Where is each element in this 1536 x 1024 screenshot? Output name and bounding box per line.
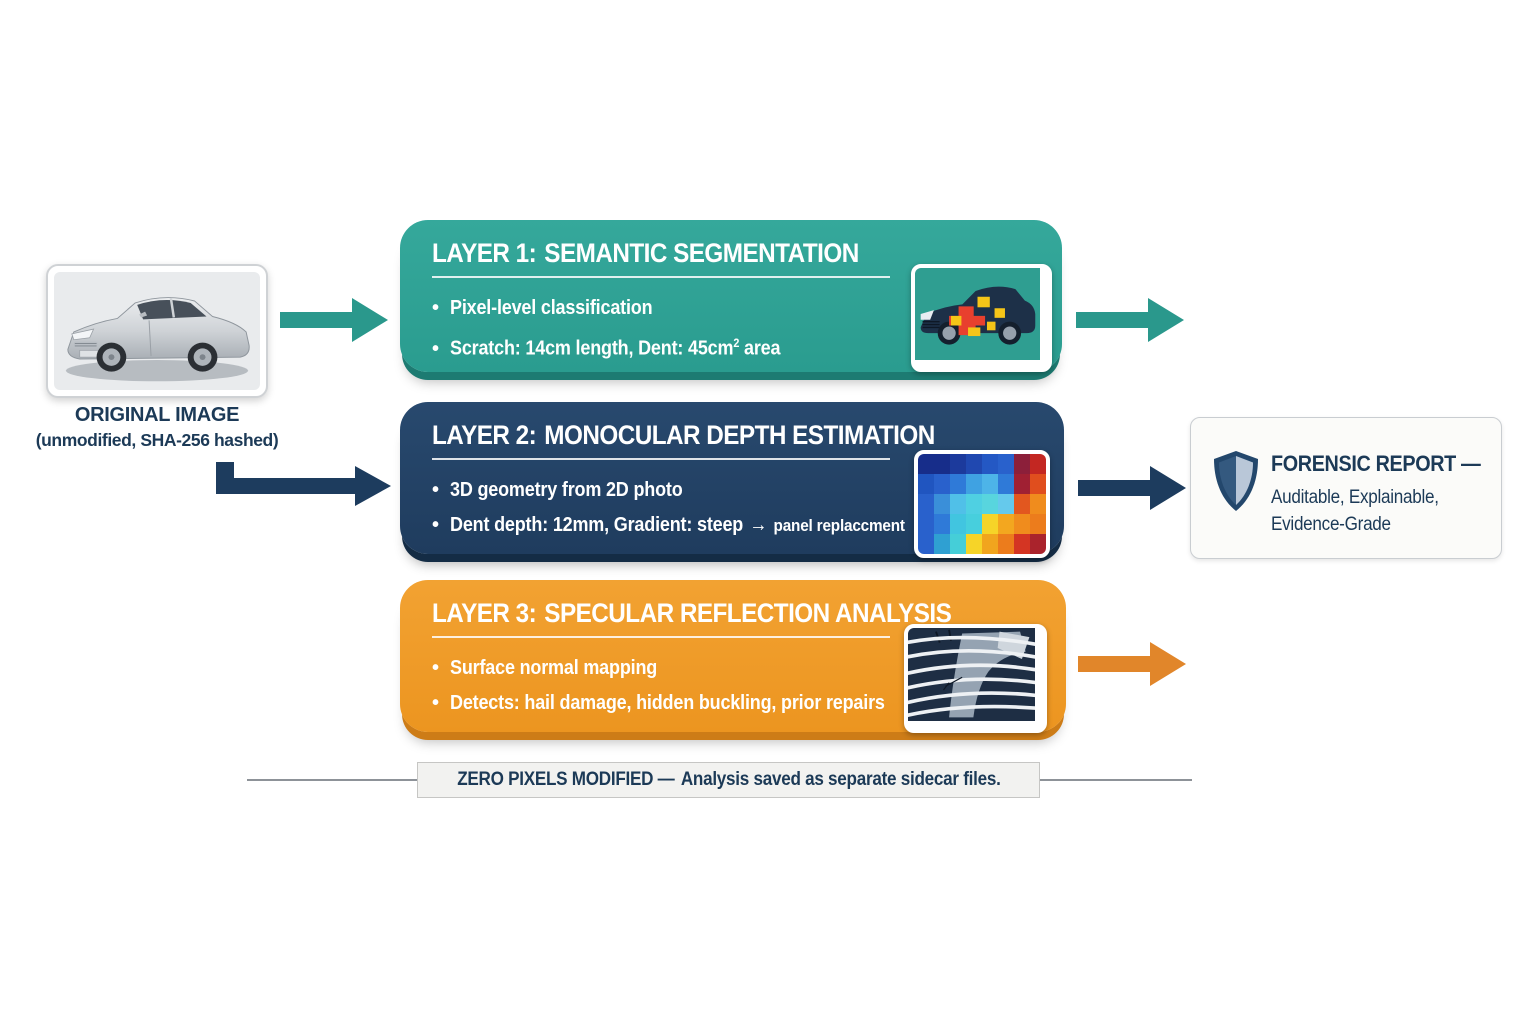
- footer-note-bold: ZERO PIXELS MODIFIED —: [456, 769, 675, 790]
- original-image-subtitle: (unmodified, SHA-256 hashed): [35, 430, 279, 450]
- layer2-bullet-1: •3D geometry from 2D photo: [432, 479, 683, 501]
- original-image-title: ORIGINAL IMAGE: [74, 404, 240, 426]
- layer2-panel: LAYER 2:MONOCULAR DEPTH ESTIMATION •3D g…: [400, 402, 1064, 558]
- forensic-report-card: FORENSIC REPORT — Auditable, Explainable…: [1190, 417, 1502, 559]
- layer2-title: LAYER 2:MONOCULAR DEPTH ESTIMATION: [432, 420, 935, 450]
- report-line-1: Auditable, Explainable,: [1271, 487, 1439, 508]
- layer1-panel: LAYER 1:SEMANTIC SEGMENTATION •Pixel-lev…: [400, 220, 1062, 372]
- flow-arrow-original-to-layer2: [216, 462, 391, 506]
- flow-arrow-original-to-layer1: [280, 298, 388, 342]
- layer1-title: LAYER 1:SEMANTIC SEGMENTATION: [432, 238, 859, 268]
- report-title: FORENSIC REPORT —: [1271, 451, 1481, 476]
- footer-note: ZERO PIXELS MODIFIED —Analysis saved as …: [417, 762, 1040, 798]
- specular-reflection-image: [908, 628, 1035, 721]
- segmentation-thumbnail: [911, 264, 1052, 372]
- original-car-photo: [54, 272, 260, 390]
- original-image-frame: [46, 264, 268, 398]
- layer2-bullet-2: •Dent depth: 12mm, Gradient: steep→panel…: [432, 514, 905, 536]
- layer2-title-divider: [432, 458, 890, 460]
- flow-arrow-layer1-out: [1076, 298, 1184, 342]
- specular-thumbnail: [904, 624, 1047, 733]
- layer3-bullet-1: •Surface normal mapping: [432, 657, 657, 679]
- layer3-bullet-2: •Detects: hail damage, hidden buckling, …: [432, 692, 885, 714]
- depth-map-thumbnail: [914, 450, 1050, 558]
- flow-arrow-layer2-to-report: [1078, 466, 1186, 510]
- shield-icon: [1214, 451, 1258, 511]
- layer3-panel: LAYER 3:SPECULAR REFLECTION ANALYSIS •Su…: [400, 580, 1066, 733]
- depth-map-thumbnail-image: [918, 454, 1046, 554]
- layer3-title: LAYER 3:SPECULAR REFLECTION ANALYSIS: [432, 598, 952, 628]
- segmentation-car-image: [915, 268, 1040, 360]
- footer-note-rest: Analysis saved as separate sidecar files…: [680, 769, 1001, 790]
- inline-arrow-glyph: →: [749, 514, 768, 536]
- layer3-title-divider: [432, 636, 890, 638]
- layer1-title-divider: [432, 276, 890, 278]
- flow-arrow-layer3-out: [1078, 642, 1186, 686]
- layer1-bullet-1: •Pixel-level classification: [432, 297, 653, 319]
- report-line-2: Evidence-Grade: [1271, 514, 1391, 535]
- layer1-bullet-2: •Scratch: 14cm length, Dent: 45cm2 area: [432, 336, 781, 360]
